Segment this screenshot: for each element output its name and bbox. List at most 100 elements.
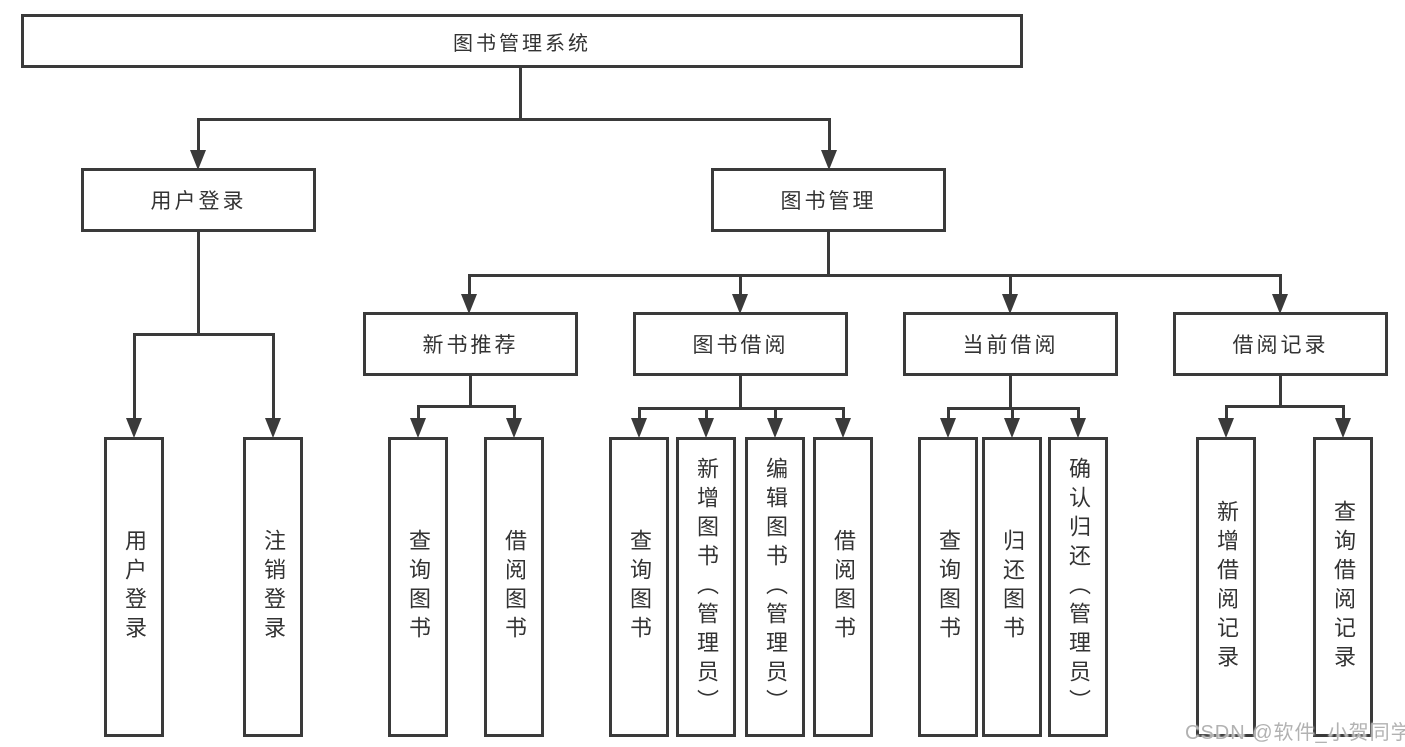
connector-m1-bar — [638, 407, 845, 410]
connector-book-bar — [468, 274, 1282, 277]
leaf-label: 归还图书 — [1000, 529, 1025, 645]
leaf-query-books-borrow: 查询图书 — [609, 437, 669, 737]
arrow-to-leaf-logout — [265, 335, 281, 438]
arrow-stem — [738, 276, 742, 298]
node-user-login: 用户登录 — [81, 168, 316, 232]
arrow-head-icon — [126, 418, 142, 438]
leaf-confirm-return-admin: 确认归还（管理员） — [1048, 437, 1108, 737]
arrow-stem — [467, 276, 471, 298]
arrow-stem — [196, 120, 200, 154]
arrow-head-icon — [732, 294, 748, 314]
connector-user-bar — [133, 333, 275, 336]
node-current-borrow: 当前借阅 — [903, 312, 1118, 376]
arrow-head-icon — [631, 418, 647, 438]
arrow-head-icon — [835, 418, 851, 438]
arrow-stem — [704, 409, 708, 422]
arrow-stem — [132, 335, 136, 422]
arrow-stem — [1076, 409, 1080, 422]
connector-user-trunk — [197, 232, 200, 335]
arrow-to-current-borrow — [1002, 276, 1018, 314]
arrow-stem — [1008, 276, 1012, 298]
arrow-head-icon — [1002, 294, 1018, 314]
leaf-borrow-books-recommend: 借阅图书 — [484, 437, 544, 737]
leaf-user-login: 用户登录 — [104, 437, 164, 737]
connector-m2-bar — [947, 407, 1080, 410]
arrow-stem — [1341, 407, 1345, 422]
leaf-label: 用户登录 — [122, 529, 147, 645]
leaf-add-books-admin: 新增图书（管理员） — [676, 437, 736, 737]
csdn-watermark: CSDN @软件_小贺同学 — [1185, 722, 1405, 744]
node-book-management: 图书管理 — [711, 168, 946, 232]
connector-m0-bar — [417, 405, 516, 408]
arrow-to-new-book — [461, 276, 477, 314]
leaf-label: 确认归还（管理员） — [1066, 456, 1091, 718]
leaf-label: 查询图书 — [627, 529, 652, 645]
arrow-m1-c1 — [698, 409, 714, 438]
node-borrow-records: 借阅记录 — [1173, 312, 1388, 376]
leaf-query-books-recommend: 查询图书 — [388, 437, 448, 737]
arrow-m0-c0 — [410, 407, 426, 438]
leaf-label: 查询图书 — [406, 529, 431, 645]
connector-root-trunk — [519, 68, 522, 120]
arrow-stem — [512, 407, 516, 422]
arrow-head-icon — [1335, 418, 1351, 438]
node-new-book-recommend: 新书推荐 — [363, 312, 578, 376]
leaf-label: 注销登录 — [261, 529, 286, 645]
leaf-logout: 注销登录 — [243, 437, 303, 737]
arrow-to-book-borrow — [732, 276, 748, 314]
arrow-m2-c0 — [940, 409, 956, 438]
connector-book-trunk — [827, 232, 830, 276]
arrow-to-leaf-user-login — [126, 335, 142, 438]
arrow-m1-c2 — [767, 409, 783, 438]
arrow-m0-c1 — [506, 407, 522, 438]
arrow-m1-c0 — [631, 409, 647, 438]
arrow-m3-c1 — [1335, 407, 1351, 438]
leaf-label: 查询图书 — [936, 529, 961, 645]
arrow-head-icon — [1070, 418, 1086, 438]
arrow-to-borrow-records — [1272, 276, 1288, 314]
connector-m3-bar — [1225, 405, 1345, 408]
connector-root-bar — [197, 118, 831, 121]
arrow-head-icon — [698, 418, 714, 438]
leaf-label: 新增图书（管理员） — [694, 456, 719, 718]
arrow-m2-c2 — [1070, 409, 1086, 438]
arrow-stem — [1010, 409, 1014, 422]
arrow-head-icon — [1272, 294, 1288, 314]
arrow-head-icon — [506, 418, 522, 438]
connector-m1-trunk — [739, 376, 742, 409]
arrow-head-icon — [940, 418, 956, 438]
arrow-head-icon — [1218, 418, 1234, 438]
node-root: 图书管理系统 — [21, 14, 1023, 68]
arrow-m3-c0 — [1218, 407, 1234, 438]
leaf-return-books: 归还图书 — [982, 437, 1042, 737]
leaf-label: 借阅图书 — [502, 529, 527, 645]
arrow-head-icon — [190, 150, 206, 170]
arrow-head-icon — [1004, 418, 1020, 438]
connector-m2-trunk — [1009, 376, 1012, 409]
arrow-to-book-management — [821, 120, 837, 170]
arrow-stem — [773, 409, 777, 422]
arrow-stem — [271, 335, 275, 422]
arrow-head-icon — [461, 294, 477, 314]
arrow-to-user-login — [190, 120, 206, 170]
connector-m3-trunk — [1279, 376, 1282, 407]
arrow-stem — [416, 407, 420, 422]
leaf-borrow-books: 借阅图书 — [813, 437, 873, 737]
arrow-stem — [946, 409, 950, 422]
leaf-query-borrow-record: 查询借阅记录 — [1313, 437, 1373, 737]
arrow-m2-c1 — [1004, 409, 1020, 438]
leaf-label: 新增借阅记录 — [1214, 500, 1239, 674]
node-book-borrow: 图书借阅 — [633, 312, 848, 376]
arrow-head-icon — [410, 418, 426, 438]
leaf-label: 查询借阅记录 — [1331, 500, 1356, 674]
arrow-head-icon — [821, 150, 837, 170]
leaf-label: 借阅图书 — [831, 529, 856, 645]
arrow-stem — [841, 409, 845, 422]
arrow-head-icon — [767, 418, 783, 438]
arrow-stem — [1224, 407, 1228, 422]
arrow-head-icon — [265, 418, 281, 438]
connector-m0-trunk — [469, 376, 472, 407]
arrow-stem — [1278, 276, 1282, 298]
arrow-stem — [827, 120, 831, 154]
